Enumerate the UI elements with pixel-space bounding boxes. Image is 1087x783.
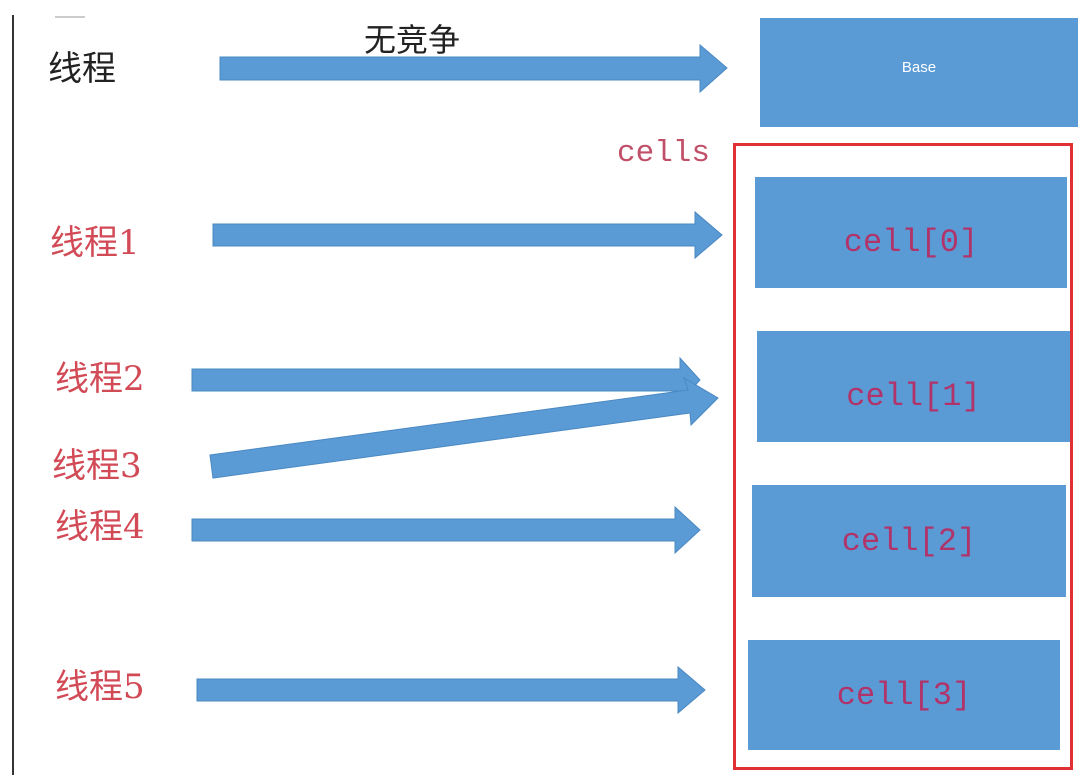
cell-box-1: cell[1]	[757, 331, 1070, 442]
cell-box-3: cell[3]	[748, 640, 1060, 750]
base-label: Base	[901, 59, 937, 76]
arrow-thread4-to-cell2	[191, 505, 701, 555]
cells-array-border	[733, 143, 1073, 770]
thread-label-main: 线程	[48, 49, 116, 89]
cell-label: cell[2]	[841, 522, 977, 560]
arrow-thread5-to-cell3	[196, 665, 706, 715]
cells-label: cells	[617, 136, 711, 171]
arrow-main-to-base	[219, 43, 728, 94]
no-contention-label: 无竞争	[364, 21, 461, 59]
arrow-thread1-to-cell0	[212, 210, 723, 260]
cell-box-2: cell[2]	[752, 485, 1066, 597]
thread-label-2: 线程2	[55, 359, 145, 399]
top-mark	[55, 16, 85, 18]
cell-label: cell[3]	[836, 676, 972, 714]
thread-label-1: 线程1	[50, 223, 140, 263]
cell-label: cell[1]	[846, 378, 981, 415]
thread-label-4: 线程4	[55, 507, 145, 547]
arrow-thread2-to-cell1	[191, 356, 701, 404]
base-box: Base	[760, 18, 1078, 127]
thread-label-3: 线程3	[52, 446, 142, 486]
left-border-line	[12, 15, 14, 775]
thread-label-5: 线程5	[55, 667, 145, 707]
arrow-thread3-to-cell1	[209, 376, 719, 479]
cell-label: cell[0]	[843, 224, 979, 261]
cell-box-0: cell[0]	[755, 177, 1067, 288]
